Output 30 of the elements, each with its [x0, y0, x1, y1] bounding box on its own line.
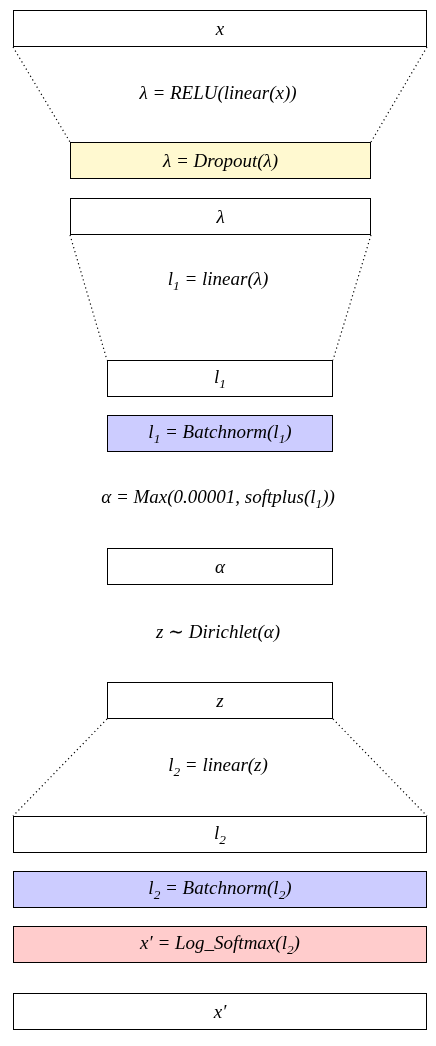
formula-text: l$_{2}$ = Batchnorm(l$_{2}$) [148, 876, 292, 903]
dotted-line [12, 46, 71, 143]
process-box [13, 816, 427, 853]
formula-text: λ [216, 205, 225, 228]
process-box [13, 926, 427, 963]
process-box [107, 360, 333, 397]
formula-label: l$_{1}$ = linear(λ) [166, 268, 270, 294]
formula-label: λ = RELU(linear(x)) [138, 82, 298, 104]
formula-label: z ∼ Dirichlet(α) [154, 620, 281, 643]
formula-text: λ = Dropout(λ) [162, 149, 279, 172]
process-box [107, 415, 333, 452]
formula-text: l$_{1}$ = Batchnorm(l$_{1}$) [148, 420, 292, 447]
formula-text: x′ = Log_Softmax(l$_{2}$) [140, 931, 300, 958]
process-box [13, 993, 427, 1030]
formula-text: x′ [213, 1000, 227, 1023]
formula-text: l$_{2}$ [214, 821, 226, 848]
dotted-line [332, 234, 372, 361]
formula-text: x [215, 17, 225, 40]
dotted-line [370, 46, 428, 143]
process-box [70, 142, 371, 179]
formula-label: l$_{2}$ = linear(z) [167, 754, 269, 780]
formula-text: l$_{1}$ [214, 365, 226, 392]
process-box [70, 198, 371, 235]
process-box [107, 682, 333, 719]
process-box [107, 548, 333, 585]
formula-text: z [216, 689, 224, 712]
process-box [13, 10, 427, 47]
process-box [13, 871, 427, 908]
formula-text: α [215, 555, 225, 578]
formula-label: α = Max(0.00001, softplus(l$_{1}$)) [100, 486, 336, 512]
